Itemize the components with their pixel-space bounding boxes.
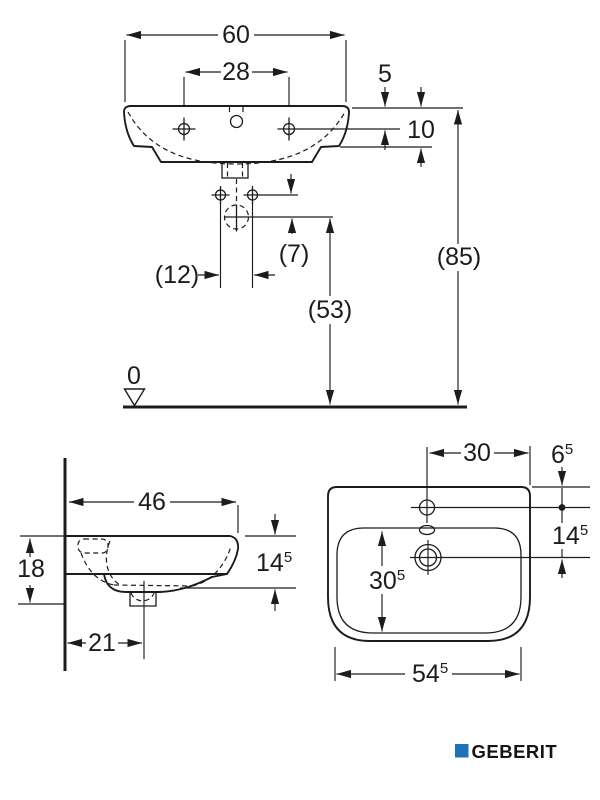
dim-label-28: 28	[222, 58, 250, 86]
dim-label-7: (7)	[279, 240, 310, 268]
dim-supply-spacing: (12)	[155, 261, 275, 289]
dim-supply-to-trap: (7)	[279, 174, 310, 268]
tap-hole-front-icon	[228, 107, 244, 129]
dim-top-to-underside: 10	[407, 87, 435, 167]
dim-front-width: 545	[334, 647, 522, 688]
drain-fitting-side	[129, 591, 157, 607]
dim-rim-height: (85)	[437, 110, 481, 405]
dim-label-60: 60	[222, 21, 250, 49]
dim-overall-width: 60	[124, 21, 347, 102]
dim-tap-hole-distance: 28	[183, 58, 290, 120]
dim-label-85: (85)	[437, 243, 481, 271]
dim-label-21: 21	[88, 629, 116, 657]
side-section-view: 46 18	[17, 458, 296, 671]
dim-bowl-depth: 305	[369, 531, 405, 632]
front-elevation-view: 60 28	[123, 21, 481, 409]
dim-top-to-fixing: 5	[378, 60, 392, 150]
dim-label-14-5: 145	[256, 549, 292, 577]
drain-outlet-front	[221, 161, 249, 179]
dim-label-54-5: 545	[412, 660, 448, 688]
dim-label-53: (53)	[308, 296, 352, 324]
dim-rim-to-apron: 145	[180, 514, 296, 611]
dim-tap-to-drain: 145	[552, 508, 588, 578]
brand-logo: GEBERIT	[455, 741, 557, 762]
dim-label-14-5-plan: 145	[552, 522, 588, 550]
dim-depth: 46	[69, 488, 239, 533]
bowl-hidden-edge	[127, 111, 346, 165]
overflow-slot-icon	[418, 524, 436, 536]
basin-side-profile	[65, 535, 240, 575]
dim-label-46: 46	[138, 488, 166, 516]
dim-label-30-5: 305	[369, 567, 405, 595]
hidden-bowl-edges	[77, 538, 232, 602]
datum-label: 0	[127, 362, 141, 390]
drain-plan-icon	[410, 540, 590, 575]
dim-label-5: 5	[378, 60, 392, 88]
dim-dot-marker	[558, 504, 566, 511]
basin-front-outline	[123, 105, 350, 163]
dim-label-18: 18	[17, 555, 45, 583]
fixing-hole-right-icon	[277, 117, 300, 141]
dim-tap-to-side: 30	[429, 439, 531, 485]
bowl-plan-outline	[336, 527, 522, 634]
dim-rear-edge-to-tap: 65	[551, 441, 573, 511]
plan-view: 30 65 145 305 5	[327, 439, 590, 688]
dim-label-30: 30	[463, 439, 491, 467]
dim-wall-to-trap: 21	[67, 629, 142, 657]
water-supply-right-icon	[243, 185, 262, 205]
dim-label-6-5: 65	[551, 441, 573, 469]
logo-wordmark: GEBERIT	[472, 741, 558, 762]
water-supply-left-icon	[211, 185, 230, 205]
dim-label-12: (12)	[155, 261, 199, 289]
fixing-hole-left-icon	[172, 117, 196, 141]
basin-apron	[103, 573, 228, 593]
dim-front-edge-height: 18	[17, 535, 64, 605]
dim-label-10: 10	[407, 116, 435, 144]
logo-square-icon	[455, 744, 469, 758]
datum-icon: 0	[123, 362, 146, 407]
dim-trap-height: (53)	[308, 218, 352, 405]
basin-plan-outline	[327, 486, 531, 642]
trap-icon	[223, 204, 333, 232]
